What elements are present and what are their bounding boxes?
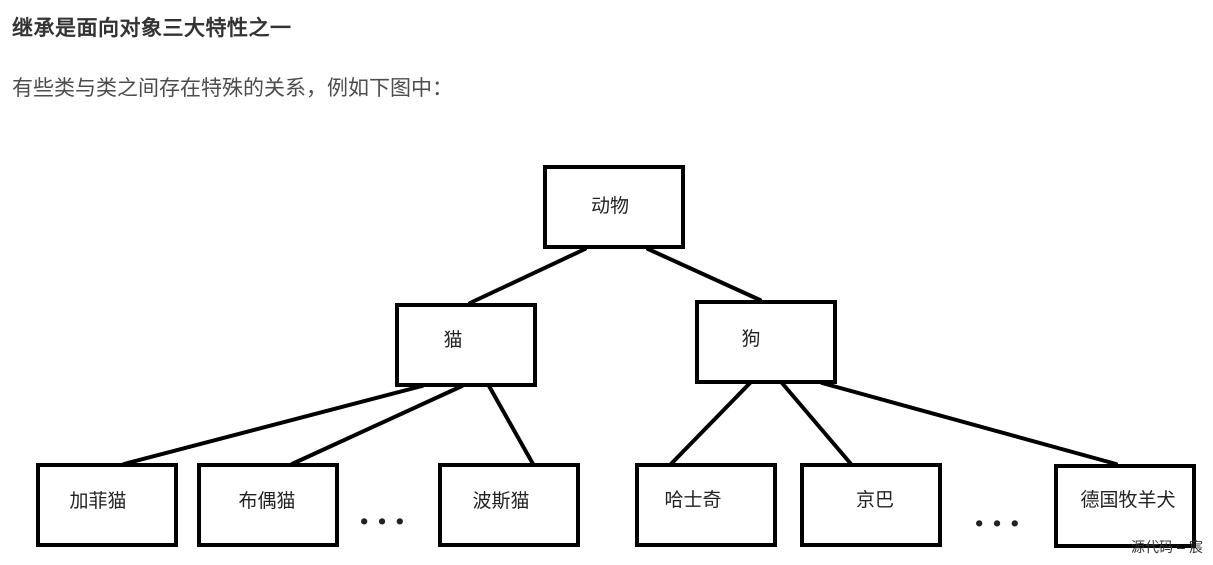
edge-dog-pekingese	[780, 381, 853, 466]
watermark: 源代码宸	[1131, 537, 1203, 557]
node-dog-label: 狗	[741, 328, 760, 350]
edge-animal-dog	[646, 247, 762, 302]
node-german-shepherd	[1054, 464, 1196, 548]
node-husky	[635, 463, 777, 547]
watermark-left: 源代码	[1131, 540, 1173, 556]
node-ragdoll	[197, 463, 339, 547]
watermark-separator	[1177, 547, 1185, 549]
node-pekingese-label: 京巴	[856, 489, 894, 511]
node-persian	[438, 463, 580, 547]
edge-dog-german-shepherd	[820, 381, 1118, 466]
node-garfield-label: 加菲猫	[69, 490, 126, 512]
node-cat	[395, 303, 537, 387]
edge-cat-persian	[487, 384, 535, 466]
edge-cat-garfield	[122, 384, 424, 466]
node-garfield	[36, 463, 178, 547]
edge-animal-cat	[468, 247, 587, 305]
edge-cat-ragdoll	[290, 384, 464, 466]
node-pekingese	[800, 463, 942, 547]
node-ragdoll-label: 布偶猫	[238, 490, 295, 512]
node-animal	[543, 165, 685, 249]
node-german-shepherd-label: 德国牧羊犬	[1080, 489, 1175, 511]
cat-more-ellipsis: ···	[358, 502, 412, 542]
watermark-right: 宸	[1189, 540, 1203, 556]
node-husky-label: 哈士奇	[664, 489, 721, 511]
node-cat-label: 猫	[443, 329, 462, 351]
section-heading: 继承是面向对象三大特性之一	[12, 16, 292, 40]
intro-text: 有些类与类之间存在特殊的关系，例如下图中：	[12, 76, 453, 100]
node-animal-label: 动物	[591, 195, 629, 217]
node-persian-label: 波斯猫	[472, 490, 529, 512]
dog-more-ellipsis: ···	[973, 504, 1027, 544]
node-dog	[695, 300, 837, 384]
edge-dog-husky	[669, 381, 752, 466]
